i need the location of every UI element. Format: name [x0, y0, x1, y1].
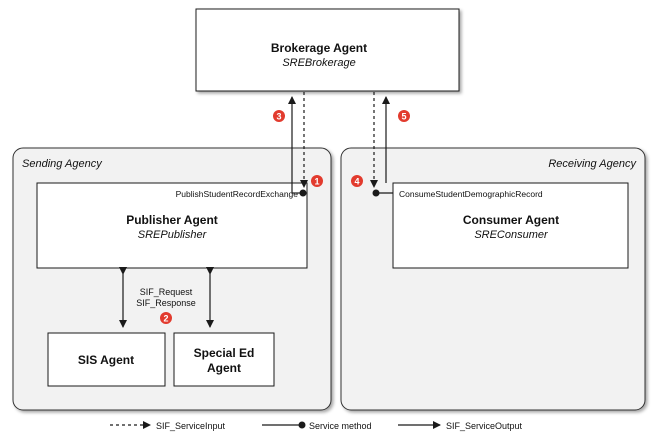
sif-response-label: SIF_Response [136, 298, 196, 308]
publisher-agent-box: PublishStudentRecordExchange Publisher A… [36, 182, 308, 269]
sending-agency-label: Sending Agency [22, 158, 103, 170]
brokerage-agent-name: Brokerage Agent [271, 41, 367, 55]
step-badge-5: 5 [398, 110, 410, 122]
step-badge-3: 3 [273, 110, 285, 122]
step-badge-4-number: 4 [354, 177, 359, 187]
publisher-service-method-label: PublishStudentRecordExchange [176, 189, 299, 199]
step-badge-4: 4 [351, 175, 363, 187]
receiving-agency-label: Receiving Agency [548, 158, 637, 170]
special-ed-agent-line1: Special Ed [194, 346, 255, 360]
legend: SIF_ServiceInput Service method SIF_Serv… [110, 421, 523, 431]
step-badge-1-number: 1 [314, 177, 319, 187]
step-badge-2-number: 2 [163, 314, 168, 324]
step-badge-1: 1 [311, 175, 323, 187]
consumer-service-method-label: ConsumeStudentDemographicRecord [399, 189, 543, 199]
brokerage-agent-service: SREBrokerage [282, 57, 355, 69]
publisher-agent-service: SREPublisher [138, 229, 208, 241]
consumer-agent-name: Consumer Agent [463, 213, 559, 227]
legend-output-label: SIF_ServiceOutput [446, 421, 523, 431]
step-badge-3-number: 3 [276, 112, 281, 122]
publisher-agent-name: Publisher Agent [126, 213, 218, 227]
step-badge-2: 2 [160, 312, 172, 324]
sis-agent-box: SIS Agent [47, 332, 166, 387]
legend-method-label: Service method [309, 421, 372, 431]
special-ed-agent-box: Special Ed Agent [173, 332, 275, 387]
sif-request-label: SIF_Request [140, 287, 193, 297]
sis-agent-name: SIS Agent [78, 353, 134, 367]
brokerage-agent-box: Brokerage Agent SREBrokerage [195, 8, 460, 92]
step-badge-5-number: 5 [401, 112, 406, 122]
consumer-agent-box: ConsumeStudentDemographicRecord Consumer… [392, 182, 629, 269]
legend-method-dot [298, 421, 306, 429]
consumer-agent-service: SREConsumer [474, 229, 549, 241]
legend-input-label: SIF_ServiceInput [156, 421, 226, 431]
special-ed-agent-line2: Agent [207, 361, 241, 375]
